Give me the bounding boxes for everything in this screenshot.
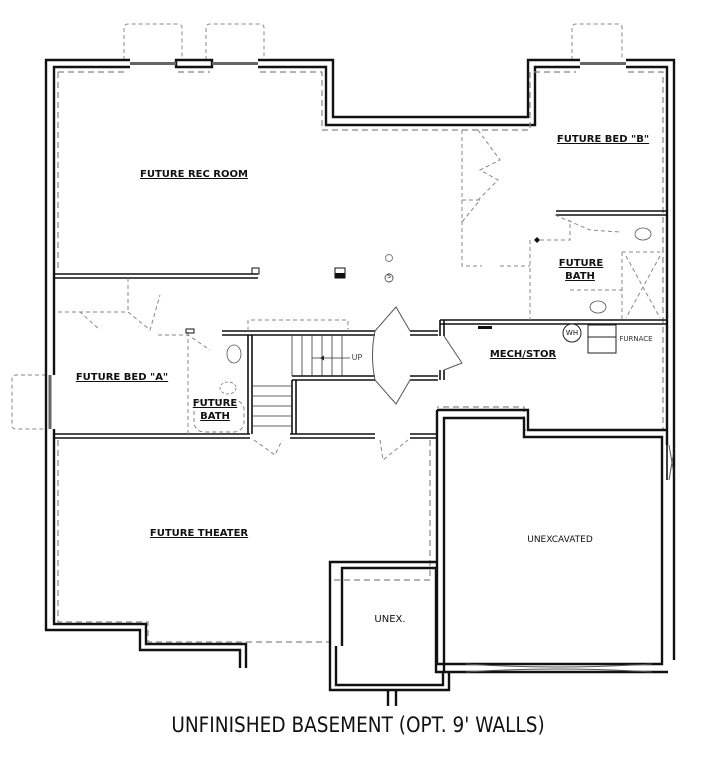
- room-label-bath-a-2: BATH: [200, 411, 230, 422]
- room-label-theater: FUTURE THEATER: [149, 528, 249, 539]
- interior-walls: [54, 210, 676, 706]
- room-label-unex: UNEX.: [374, 614, 406, 625]
- room-label-bath-b-1: FUTURE: [558, 258, 604, 269]
- mechanical-fixtures: [320, 237, 617, 361]
- exterior-walls: [44, 58, 676, 668]
- stair-arrow-icon: [320, 355, 324, 361]
- furnace-icon: [587, 324, 617, 354]
- floor-drain-icon: [385, 254, 393, 262]
- window-wells: [11, 23, 623, 430]
- stairs-up-label: UP: [351, 353, 363, 362]
- room-label-bath-b-2: BATH: [565, 271, 595, 282]
- sump-pump-icon: [384, 273, 394, 283]
- plan-title: UNFINISHED BASEMENT (OPT. 9' WALLS): [171, 713, 545, 737]
- room-label-bed-a: FUTURE BED "A": [75, 372, 169, 383]
- water-heater-label: WH: [565, 329, 579, 337]
- finish-outlines: [57, 71, 664, 643]
- room-label-mech: MECH/STOR: [489, 349, 557, 360]
- room-label-bed-b: FUTURE BED "B": [556, 134, 650, 145]
- sump-pump-label: S: [387, 273, 391, 280]
- room-label-rec-room: FUTURE REC ROOM: [140, 169, 248, 180]
- door-swings: [58, 129, 661, 461]
- furnace-label: FURNACE: [619, 335, 653, 343]
- water-heater-icon: [562, 323, 582, 343]
- room-label-bath-a-1: FUTURE: [192, 398, 238, 409]
- room-label-unexcavated: UNEXCAVATED: [527, 535, 593, 545]
